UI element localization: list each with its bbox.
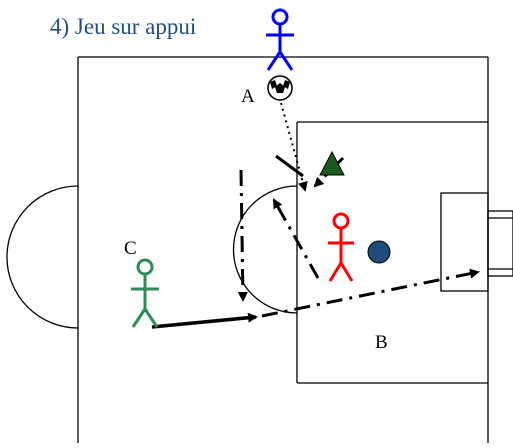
player-red-icon — [328, 212, 354, 282]
penalty-arc — [232, 185, 298, 314]
run-arrow-c — [151, 312, 258, 329]
diagram-title: 4) Jeu sur appui — [50, 14, 197, 39]
goal-area — [440, 192, 489, 292]
triangle-cone-icon — [319, 150, 345, 176]
pass-arrow-diagonal — [313, 156, 345, 188]
run-arrow-vertical — [237, 169, 248, 302]
player-c-icon — [131, 258, 159, 328]
circle-marker-icon — [367, 240, 391, 264]
goal — [487, 210, 513, 277]
label-a: A — [241, 86, 255, 107]
center-circle-arc — [6, 185, 79, 329]
pitch-lines — [6, 56, 513, 443]
soccer-ball-icon — [267, 75, 293, 101]
short-dash — [275, 154, 304, 178]
player-a-icon — [266, 8, 294, 71]
support-run-arrow — [272, 198, 320, 279]
label-c: C — [124, 238, 137, 259]
pass-arrow-dotted — [280, 102, 308, 192]
label-b: B — [375, 332, 388, 353]
pass-arrow-to-goal — [261, 268, 480, 318]
